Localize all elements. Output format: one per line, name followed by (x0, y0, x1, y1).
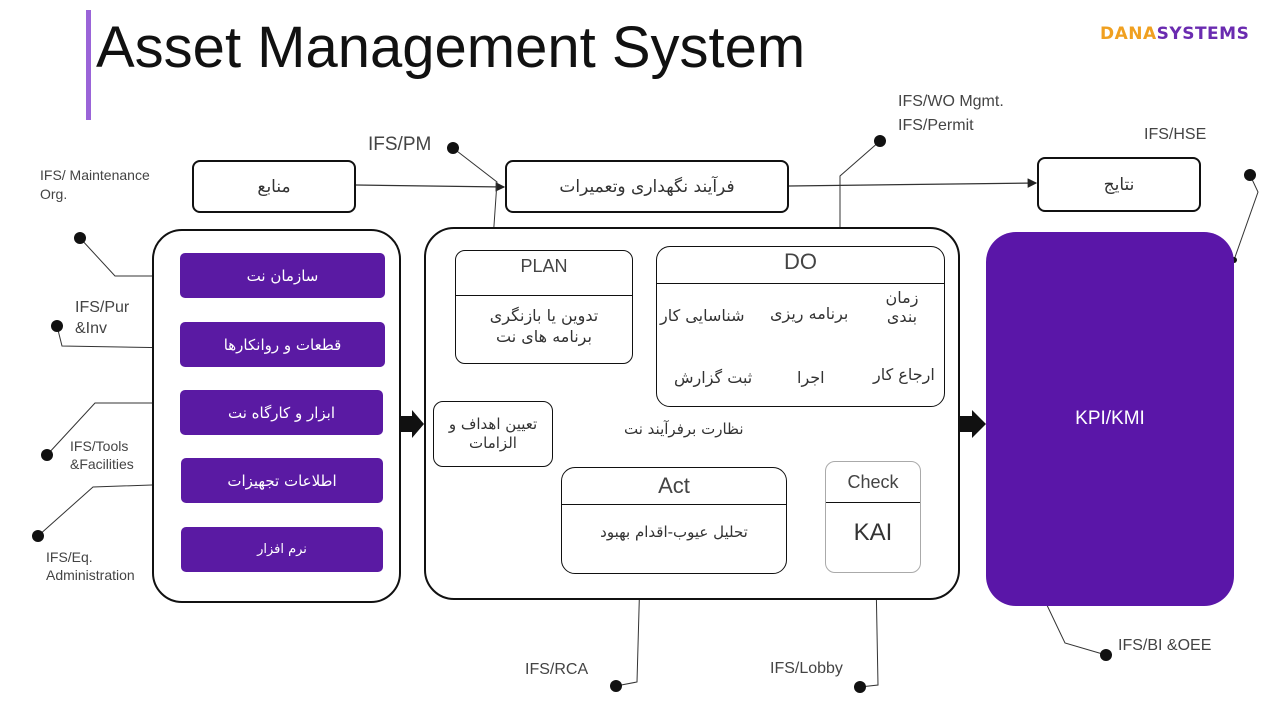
ifs-label-tools: IFS/Tools &Facilities (70, 438, 134, 473)
resource-item-maintenance-org: سازمان نت (180, 253, 385, 298)
arrow-resources-process (355, 182, 506, 192)
ifs-label-hse: IFS/HSE (1144, 126, 1207, 143)
kpi-box: KPI/KMI (986, 232, 1234, 606)
logo-part1: DANA (1100, 24, 1157, 44)
do-step-identify: شناسایی کار (660, 306, 745, 325)
resource-item-parts-lubricants: قطعات و روانکارها (180, 322, 385, 367)
check-header: Check (826, 462, 920, 503)
do-header: DO (657, 247, 944, 284)
results-box: نتایج (1037, 157, 1201, 212)
check-box: Check KAI (825, 461, 921, 573)
ifs-label-pur-inv: IFS/Pur &Inv (75, 299, 130, 337)
act-body: تحلیل عیوب-اقدام بهبود (600, 523, 748, 541)
resource-item-equipment-info: اطلاعات تجهیزات (181, 458, 383, 503)
ifs-label-wo-mgmt: IFS/WO Mgmt. (898, 93, 1004, 110)
do-step-scheduling: زمان بندی (885, 288, 919, 327)
check-body: KAI (853, 519, 893, 546)
company-logo: DANASYSTEMS (1100, 24, 1249, 44)
do-step-execute: اجرا (797, 368, 825, 387)
plan-box: PLAN تدوین یا بازنگری برنامه های نت (455, 250, 633, 364)
monitor-text: نظارت برفرآیند نت (624, 420, 744, 438)
ifs-label-rca: IFS/RCA (525, 661, 589, 678)
page-title: Asset Management System (96, 15, 806, 80)
do-step-assign: ارجاع کار (873, 365, 935, 384)
plan-body: تدوین یا بازنگری برنامه های نت (489, 306, 599, 346)
process-box: فرآیند نگهداری وتعمیرات (505, 160, 789, 213)
title-accent-bar (86, 10, 91, 120)
resources-box: منابع (192, 160, 356, 213)
ifs-label-eq-admin: IFS/Eq. Administration (46, 549, 135, 584)
resource-item-tools-workshop: ابزار و کارگاه نت (180, 390, 383, 435)
do-box: DO (656, 246, 945, 407)
act-header: Act (562, 468, 786, 505)
arrow-process-results (788, 178, 1038, 188)
goals-text: تعیین اهداف و الزامات (448, 414, 538, 453)
ifs-label-lobby: IFS/Lobby (770, 660, 843, 677)
do-step-report: ثبت گزارش (674, 368, 753, 387)
ifs-label-bi-oee: IFS/BI &OEE (1118, 637, 1212, 654)
block-arrow-left (400, 410, 424, 438)
block-arrow-right (960, 410, 986, 438)
ifs-label-permit: IFS/Permit (898, 117, 974, 134)
goals-box: تعیین اهداف و الزامات (433, 401, 553, 467)
resource-item-software: نرم افزار (181, 527, 383, 572)
plan-header: PLAN (456, 251, 632, 296)
logo-part2: SYSTEMS (1156, 24, 1250, 44)
ifs-label-maintenance-org: IFS/ Maintenance Org. (40, 167, 150, 202)
do-step-planning: برنامه ریزی (770, 304, 849, 323)
ifs-label-pm: IFS/PM (368, 134, 432, 155)
act-box: Act تحلیل عیوب-اقدام بهبود (561, 467, 787, 574)
